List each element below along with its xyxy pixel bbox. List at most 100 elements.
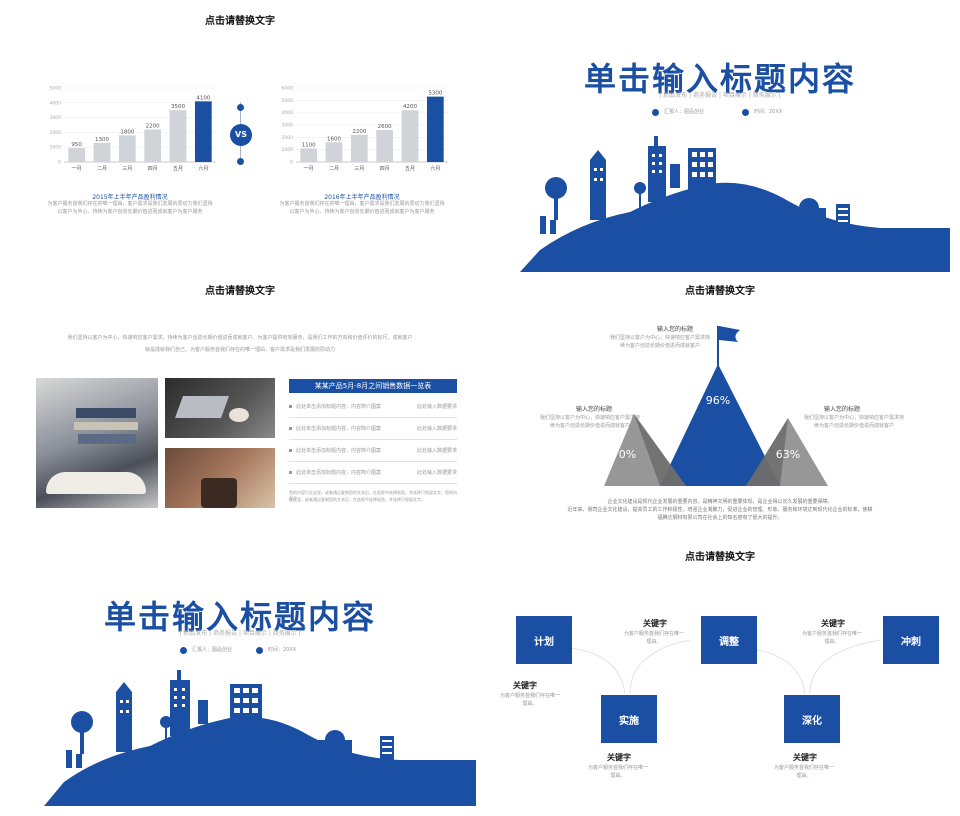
- mountain-peaks: [604, 326, 828, 486]
- cover-title[interactable]: 单击输入标题内容: [583, 60, 856, 98]
- y-tick-label: 1000: [282, 147, 294, 153]
- step-execute-button[interactable]: 实施: [601, 695, 657, 743]
- kw-execute-desc-1: 为客户服务首我们存在唯一: [587, 765, 648, 771]
- bar: [350, 134, 368, 162]
- left-desc-1: 我们坚持以客户为中心，快速响应客户需求持: [539, 415, 640, 421]
- table-row: 此处单击添加标题内容，内容简介图案 此处输入数据要求: [289, 396, 457, 418]
- data-label: 1800: [120, 129, 134, 135]
- reporter-text: 汇报人：图品创业: [664, 109, 705, 115]
- cover-subtitle: | 新品发布 | 商务报告 | 项目展示 | 商务展示 |: [659, 92, 781, 99]
- step-sprint-button[interactable]: 冲刺: [883, 616, 939, 664]
- chart-2016-desc-2: 以客户为中心，持续为客户创造长期价值进而成就客户为客户服务: [289, 209, 435, 215]
- kw-plan: 关键字: [513, 681, 537, 690]
- kw-adjust-desc-1: 为客户服务首我们存在唯一: [623, 631, 684, 637]
- x-tick-label: 二月: [97, 166, 107, 172]
- slide-cover: 单击输入标题内容 | 新品发布 | 商务报告 | 项目展示 | 商务展示 | 汇…: [480, 0, 960, 272]
- top-desc-1: 我们坚持以客户为中心，快速响应客户需求持: [609, 335, 710, 341]
- bar: [93, 142, 111, 162]
- intro-line-1: 我们坚持以客户为中心，快速响应客户需求，持续为客户创造长期价值进而成就客户。为客…: [67, 335, 413, 341]
- bar: [169, 110, 187, 162]
- bar: [68, 147, 86, 162]
- slide-mountains: 点击请替换文字 输入您的标题 我们坚持以客户为中心，快速响应客户需求持 续为客户…: [480, 272, 960, 544]
- process-arcs: [569, 639, 881, 695]
- y-tick-label: 6000: [282, 86, 294, 92]
- kw-execute: 关键字: [607, 753, 631, 762]
- y-tick-label: 0: [290, 160, 293, 166]
- y-tick-label: 5000: [282, 98, 294, 104]
- kw-sprint-desc-1: 为客户服务首我们存在唯一: [801, 631, 862, 637]
- row-title: 此处单击添加标题内容，内容简介图案: [296, 426, 382, 432]
- data-label: 5300: [428, 91, 442, 97]
- bar: [426, 96, 444, 162]
- x-tick-label: 一月: [304, 166, 314, 172]
- table-row: 此处单击添加标题内容，内容简介图案此处输入数据要求: [289, 462, 457, 484]
- kw-adjust: 关键字: [643, 619, 667, 628]
- y-tick-label: 0: [58, 160, 61, 166]
- data-label: 950: [71, 142, 82, 148]
- slide-title: 点击请替换文字: [205, 286, 275, 297]
- bar: [118, 135, 136, 162]
- left-label: 输入您的标题: [575, 406, 612, 413]
- cover-subtitle: | 新品发布 | 商务报告 | 项目展示 | 商务展示 |: [179, 630, 301, 637]
- kw-adjust-desc-2: 理由。: [646, 639, 662, 645]
- data-label: 3500: [171, 104, 185, 110]
- bar: [144, 129, 162, 162]
- slide-process-steps: 点击请替换文字 计划 实施 调整 深化 冲刺 关键字 为客户服务首我们存在唯一 …: [480, 544, 960, 816]
- slide-cover-2: 单击输入标题内容 | 新品发布 | 商务报告 | 项目展示 | 商务展示 | 汇…: [0, 544, 480, 816]
- row-value: 此处输入数据要求: [416, 448, 457, 454]
- table-footnote-1: 您的内容打在这里，或者通过复制您的文本后，在此框中选择粘贴，并选择只保留文字。您…: [289, 490, 457, 501]
- row-title: 此处单击添加标题内容，内容简介图案: [296, 448, 382, 454]
- cover-title[interactable]: 单击输入标题内容: [103, 598, 376, 636]
- clock-icon: [256, 647, 263, 654]
- step-deepen-button[interactable]: 深化: [784, 695, 840, 743]
- pct-right: 63%: [775, 448, 801, 461]
- kw-plan-desc-2: 理由。: [522, 701, 538, 707]
- city-skyline-illustration: [520, 136, 950, 272]
- data-label: 4200: [403, 104, 417, 110]
- right-desc-1: 我们坚持以客户为中心，快速响应客户需求持: [803, 415, 904, 421]
- y-tick-label: 4000: [282, 110, 294, 116]
- table-row: 此处单击添加标题内容，内容简介图案此处输入数据要求: [289, 418, 457, 440]
- pct-left: 70%: [611, 448, 637, 461]
- city-skyline-illustration: [44, 670, 476, 806]
- data-label: 2200: [146, 123, 160, 129]
- x-tick-label: 五月: [405, 166, 415, 172]
- x-tick-label: 三月: [354, 166, 364, 172]
- row-value: 此处输入数据要求: [416, 404, 457, 410]
- x-tick-label: 五月: [173, 166, 183, 172]
- slide-title: 点击请替换文字: [685, 286, 755, 297]
- chart-2015-title: 2015年上半年产品盈利情况: [92, 194, 168, 201]
- table-row: 此处单击添加标题内容，内容简介图案 此处输入数据要求: [289, 440, 457, 462]
- reporter-text: 汇报人：图品创业: [192, 647, 233, 653]
- chart-2016-title: 2016年上半年产品盈利情况: [324, 194, 400, 201]
- left-desc-2: 续为客户创造长期价值进而成就客户: [549, 423, 630, 429]
- x-tick-label: 四月: [380, 166, 390, 172]
- time-text: 时间：20XX: [754, 109, 783, 115]
- slide-title: 点击请替换文字: [205, 16, 275, 27]
- intro-line-2: 就是成就我们自己。为客户服务首我们存在的唯一理由，客户需求是我们发展的原动力: [144, 347, 335, 353]
- body-line-1: 企业文化建设是现代企业发展的重要内容。是精神文明的重要体现，是企业得以长久发展的…: [607, 499, 833, 505]
- x-tick-label: 二月: [329, 166, 339, 172]
- vs-dot-bottom: [237, 158, 244, 165]
- bar-chart-2015: 010002000300040005000950一月1300二月1800三月22…: [50, 86, 216, 172]
- bar: [376, 129, 394, 162]
- body-line-2: 近年来，我司企业文化建设，提高员工的工作积极性，增强企业凝聚力，促进企业的管理、…: [567, 507, 873, 513]
- kw-deepen-desc-2: 理由。: [796, 773, 812, 779]
- user-icon: [180, 647, 187, 654]
- y-tick-label: 4000: [50, 100, 62, 106]
- data-label: 2600: [378, 124, 392, 130]
- kw-sprint: 关键字: [821, 619, 845, 628]
- step-adjust-button[interactable]: 调整: [701, 616, 757, 664]
- data-table: 此处单击添加标题内容，内容简介图案此处输入数据要求 此处单击添加标题内容，内容简…: [289, 396, 457, 484]
- data-label: 1300: [95, 137, 109, 143]
- brushes-photo: [165, 448, 275, 508]
- row-title: 此处单击添加标题内容，内容简介图案: [296, 404, 382, 410]
- data-label: 4100: [196, 95, 210, 101]
- bar: [300, 148, 318, 162]
- body-line-3: 福腾达钢材有限公司在社会上的知名度有了很大的提升。: [657, 515, 783, 521]
- step-plan-button[interactable]: 计划: [516, 616, 572, 664]
- top-label: 输入您的标题: [656, 326, 693, 333]
- data-label: 1100: [302, 142, 316, 148]
- right-label: 输入您的标题: [823, 406, 860, 413]
